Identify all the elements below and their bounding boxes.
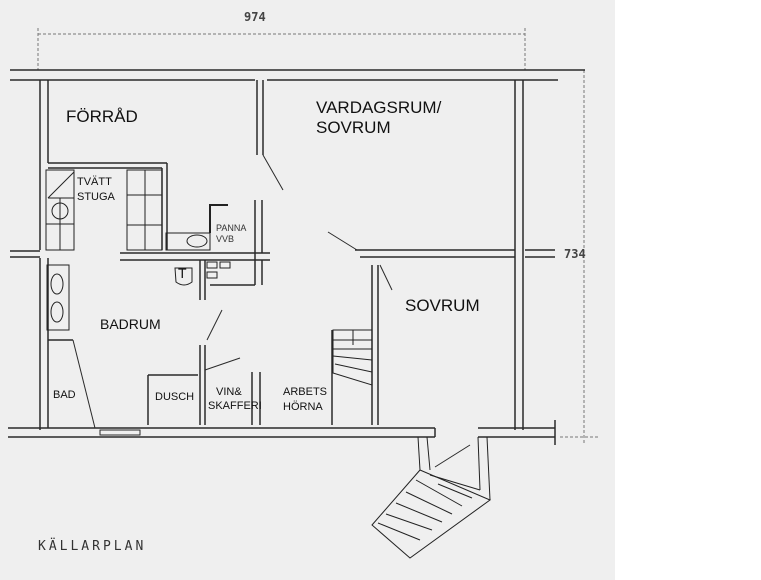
label-vin: VIN& [216, 386, 242, 398]
interior-stair [332, 329, 373, 386]
room-label-forrad: FÖRRÅD [66, 107, 138, 126]
dimension-lines [37, 28, 600, 445]
label-toilet: T [178, 265, 187, 281]
room-label-stuga: STUGA [77, 191, 115, 203]
room-label-vardagsrum-sovrum: SOVRUM [316, 118, 391, 137]
room-label-tvatt: TVÄTT [77, 176, 112, 188]
room-label-sovrum: SOVRUM [405, 296, 480, 315]
label-vvb: VVB [216, 234, 235, 244]
width-dimension: 974 [244, 10, 266, 24]
label-arbets: ARBETS [283, 386, 328, 398]
label-panna: PANNA [216, 223, 247, 233]
plan-title: KÄLLARPLAN [38, 539, 147, 554]
label-bad: BAD [53, 389, 76, 401]
laundry-fixtures [45, 169, 231, 331]
depth-dimension: 734 [564, 247, 586, 261]
label-skafferi: SKAFFERI [208, 400, 262, 412]
label-horna: HÖRNA [283, 401, 323, 413]
exterior-stair [371, 436, 492, 559]
room-label-badrum: BADRUM [100, 316, 161, 332]
label-dusch: DUSCH [155, 391, 195, 403]
paper-background [0, 0, 615, 580]
room-label-vardagsrum: VARDAGSRUM/ [316, 98, 442, 117]
